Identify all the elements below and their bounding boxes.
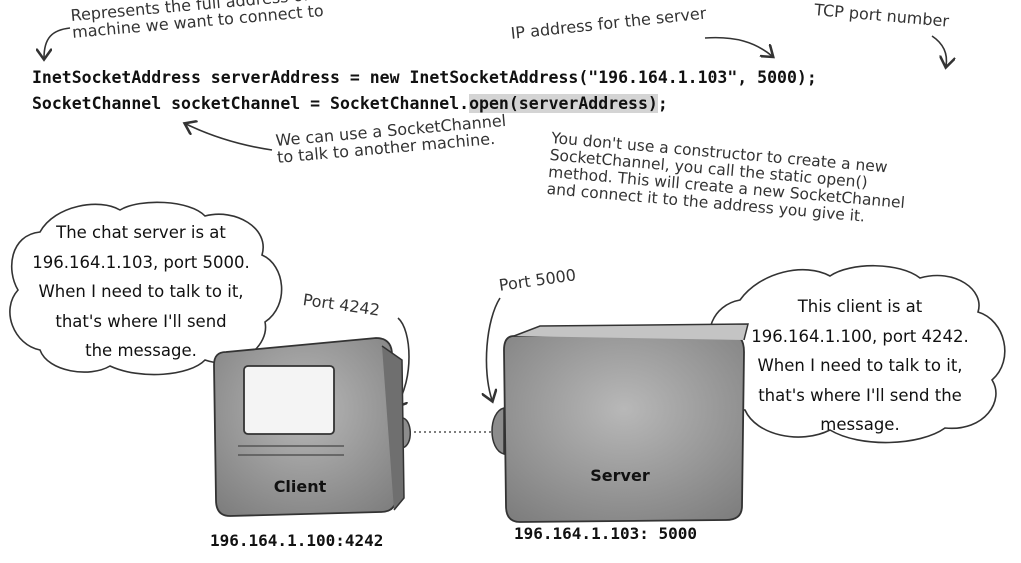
code-line-2-prefix: SocketChannel socketChannel = SocketChan… — [32, 94, 470, 113]
client-bubble-line: that's where I'll send — [55, 311, 227, 331]
code-highlight-open: open(serverAddress) — [469, 94, 658, 113]
code-line-1: InetSocketAddress serverAddress = new In… — [32, 68, 817, 87]
server-bubble-line: that's where I'll send the — [758, 385, 962, 405]
code-line-2-suffix: ; — [657, 94, 668, 113]
server-bubble-line: message. — [820, 415, 900, 434]
server-bubble-line: When I need to talk to it, — [757, 356, 963, 375]
computer-icon — [213, 337, 411, 517]
arrow-icon — [44, 27, 71, 58]
client-bubble-line: When I need to talk to it, — [38, 282, 244, 301]
client-label: Client — [273, 477, 327, 496]
client-ip: 196.164.1.100:4242 — [210, 531, 384, 550]
arrow-icon — [186, 124, 273, 151]
server-label: Server — [590, 466, 650, 485]
server-bubble-text: This client is at 196.164.1.100, port 42… — [718, 292, 1002, 440]
server-bubble-line: This client is at — [797, 297, 923, 316]
client-bubble-line: The chat server is at — [56, 223, 226, 242]
arrow-icon — [931, 35, 946, 66]
computer-icon — [491, 323, 749, 523]
client-bubble-text: The chat server is at 196.164.1.103, por… — [10, 218, 272, 366]
code-line-2: SocketChannel socketChannel = SocketChan… — [32, 94, 668, 113]
arrow-icon — [704, 36, 772, 56]
client-bubble-line: the message. — [85, 341, 197, 360]
arrow-icon — [486, 297, 501, 400]
server-ip: 196.164.1.103: 5000 — [514, 524, 698, 543]
server-bubble-line: 196.164.1.100, port 4242. — [751, 326, 969, 346]
client-bubble-line: 196.164.1.103, port 5000. — [32, 252, 250, 272]
